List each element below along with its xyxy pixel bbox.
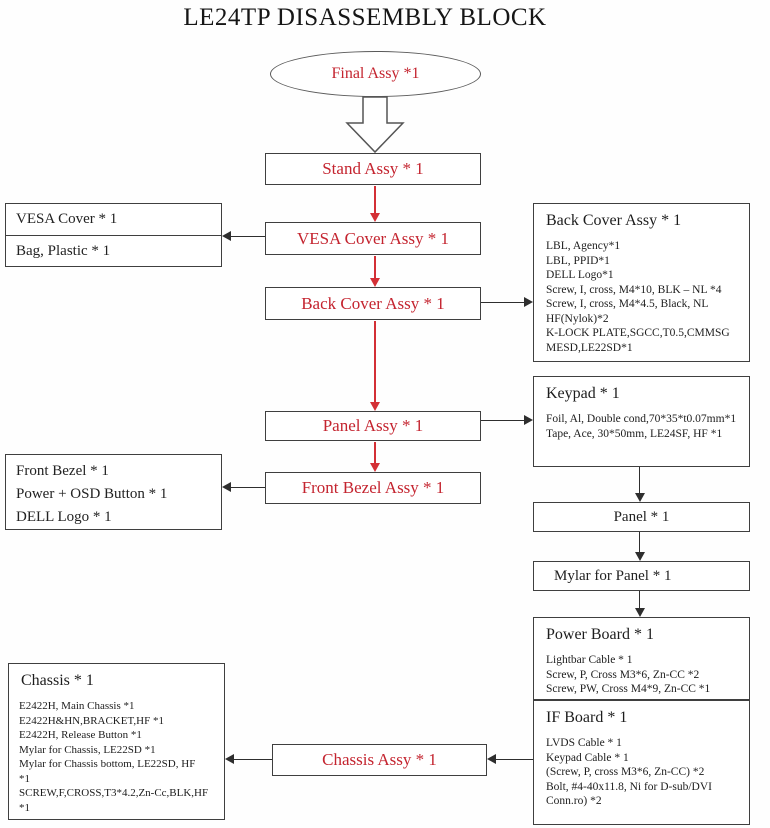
- arrowhead-frontbezeldetail: [222, 482, 231, 492]
- back-cover-line: K-LOCK PLATE,SGCC,T0.5,CMMSG: [546, 327, 730, 339]
- chassis-line: E2422H, Main Chassis *1: [19, 700, 135, 712]
- connector-mylar-to-powerboard: [639, 591, 640, 608]
- back-cover-title: Back Cover Assy * 1: [546, 212, 682, 229]
- flow-box-panel-assy: Panel Assy * 1: [265, 411, 481, 441]
- mylar-for-panel-label: Mylar for Panel * 1: [554, 567, 672, 584]
- back-cover-line: DELL Logo*1: [546, 269, 614, 281]
- connector-panel-to-mylar: [639, 532, 640, 552]
- chassis-line: *1: [19, 801, 30, 814]
- chassis-title: Chassis * 1: [21, 672, 94, 689]
- chassis-line: Mylar for Chassis bottom, LE22SD, HF: [19, 758, 196, 770]
- keypad-line: Foil, Al, Double cond,70*35*t0.07mm*1: [546, 413, 737, 425]
- back-cover-assy-label: Back Cover Assy * 1: [301, 293, 445, 313]
- front-bezel-row: DELL Logo * 1: [16, 509, 112, 525]
- power-board-line: Screw, PW, Cross M4*9, Zn-CC *1: [546, 683, 711, 695]
- connector-chassisassy-to-detail: [234, 759, 272, 760]
- panel-assy-label: Panel Assy * 1: [322, 416, 424, 435]
- arrowhead-chassisassy: [487, 754, 496, 764]
- flow-box-chassis-assy: Chassis Assy * 1: [272, 744, 487, 776]
- detail-box-chassis: Chassis * 1 E2422H, Main Chassis *1 E242…: [8, 663, 225, 820]
- connector-keypad-to-panel: [639, 467, 640, 493]
- connector-stand-to-vesa: [374, 186, 376, 213]
- flow-box-stand-assy: Stand Assy * 1: [265, 153, 481, 185]
- final-assy-label: Final Assy *1: [331, 65, 420, 82]
- power-board-line: Lightbar Cable * 1: [546, 654, 633, 666]
- detail-box-front-bezel: Front Bezel * 1 Power + OSD Button * 1 D…: [5, 454, 222, 530]
- back-cover-line: LBL, PPID*1: [546, 254, 610, 267]
- if-board-title: IF Board * 1: [546, 709, 628, 726]
- final-assy-node: Final Assy *1: [270, 51, 481, 97]
- flow-box-vesa-cover-assy: VESA Cover Assy * 1: [265, 222, 481, 255]
- arrowhead-backcover-to-panelassy: [370, 402, 380, 411]
- chassis-line: *1: [19, 772, 30, 785]
- vesa-cover-assy-label: VESA Cover Assy * 1: [296, 228, 450, 248]
- if-board-line: Bolt, #4-40x11.8, Ni for D-sub/DVI: [546, 780, 712, 793]
- connector-frontbezelassy-to-detail: [231, 487, 265, 488]
- power-board-title: Power Board * 1: [546, 626, 654, 643]
- detail-box-mylar-for-panel: Mylar for Panel * 1: [533, 561, 750, 591]
- vesa-cover-row: Bag, Plastic * 1: [16, 243, 111, 259]
- arrowhead-panelassy-to-frontbezel: [370, 463, 380, 472]
- flow-box-back-cover-assy: Back Cover Assy * 1: [265, 287, 481, 320]
- connector-panelassy-to-keypad: [481, 420, 524, 421]
- back-cover-line: LBL, Agency*1: [546, 240, 621, 252]
- arrowhead-stand-to-vesa: [370, 213, 380, 222]
- chassis-assy-label: Chassis Assy * 1: [322, 750, 437, 769]
- chassis-line: SCREW,F,CROSS,T3*4.2,Zn-Cc,BLK,HF: [19, 787, 209, 799]
- connector-vesa-to-backcover: [374, 256, 376, 278]
- page-title: LE24TP DISASSEMBLY BLOCK: [183, 4, 547, 31]
- block-down-arrow-icon: [345, 96, 405, 154]
- vesa-cover-row: VESA Cover * 1: [6, 204, 221, 236]
- front-bezel-row: Power + OSD Button * 1: [16, 486, 168, 502]
- arrowhead-backcoverdetail: [524, 297, 533, 307]
- if-board-line: (Screw, P, cross M3*6, Zn-CC) *2: [546, 766, 705, 778]
- detail-box-if-board: IF Board * 1 LVDS Cable * 1 Keypad Cable…: [533, 700, 750, 825]
- arrowhead-vesadetail: [222, 231, 231, 241]
- connector-ifboard-to-chassisassy: [496, 759, 533, 760]
- panel-label: Panel * 1: [613, 508, 670, 525]
- detail-box-vesa-cover: VESA Cover * 1 Bag, Plastic * 1: [5, 203, 222, 267]
- keypad-title: Keypad * 1: [546, 385, 620, 402]
- if-board-line: LVDS Cable * 1: [546, 737, 622, 749]
- front-bezel-row: Front Bezel * 1: [16, 463, 109, 479]
- detail-box-keypad: Keypad * 1 Foil, Al, Double cond,70*35*t…: [533, 376, 750, 467]
- detail-box-power-board: Power Board * 1 Lightbar Cable * 1 Screw…: [533, 617, 750, 700]
- back-cover-line: MESD,LE22SD*1: [546, 341, 633, 354]
- detail-box-back-cover: Back Cover Assy * 1 LBL, Agency*1 LBL, P…: [533, 203, 750, 362]
- flow-box-front-bezel-assy: Front Bezel Assy * 1: [265, 472, 481, 504]
- arrowhead-panel: [635, 493, 645, 502]
- arrowhead-powerboard: [635, 608, 645, 617]
- detail-box-panel: Panel * 1: [533, 502, 750, 532]
- chassis-line: E2422H&HN,BRACKET,HF *1: [19, 714, 164, 727]
- chassis-line: E2422H, Release Button *1: [19, 729, 142, 741]
- back-cover-line: Screw, I, cross, M4*10, BLK – NL *4: [546, 283, 722, 296]
- arrowhead-vesa-to-backcover: [370, 278, 380, 287]
- connector-backcoverassy-to-detail: [481, 302, 524, 303]
- connector-vesaassy-to-vesadetail: [231, 236, 265, 237]
- front-bezel-assy-label: Front Bezel Assy * 1: [301, 478, 445, 497]
- arrowhead-mylar: [635, 552, 645, 561]
- power-board-line: Screw, P, Cross M3*6, Zn-CC *2: [546, 668, 700, 681]
- arrowhead-chassisdetail: [225, 754, 234, 764]
- back-cover-line: Screw, I, cross, M4*4.5, Black, NL: [546, 298, 709, 310]
- stand-assy-label: Stand Assy * 1: [322, 159, 424, 178]
- arrowhead-keypad: [524, 415, 533, 425]
- chassis-line: Mylar for Chassis, LE22SD *1: [19, 743, 156, 756]
- back-cover-line: HF(Nylok)*2: [546, 312, 609, 325]
- if-board-line: Conn.ro) *2: [546, 795, 602, 807]
- keypad-line: Tape, Ace, 30*50mm, LE24SF, HF *1: [546, 427, 723, 440]
- if-board-line: Keypad Cable * 1: [546, 751, 629, 764]
- connector-panelassy-to-frontbezel: [374, 442, 376, 463]
- connector-backcover-to-panelassy: [374, 321, 376, 402]
